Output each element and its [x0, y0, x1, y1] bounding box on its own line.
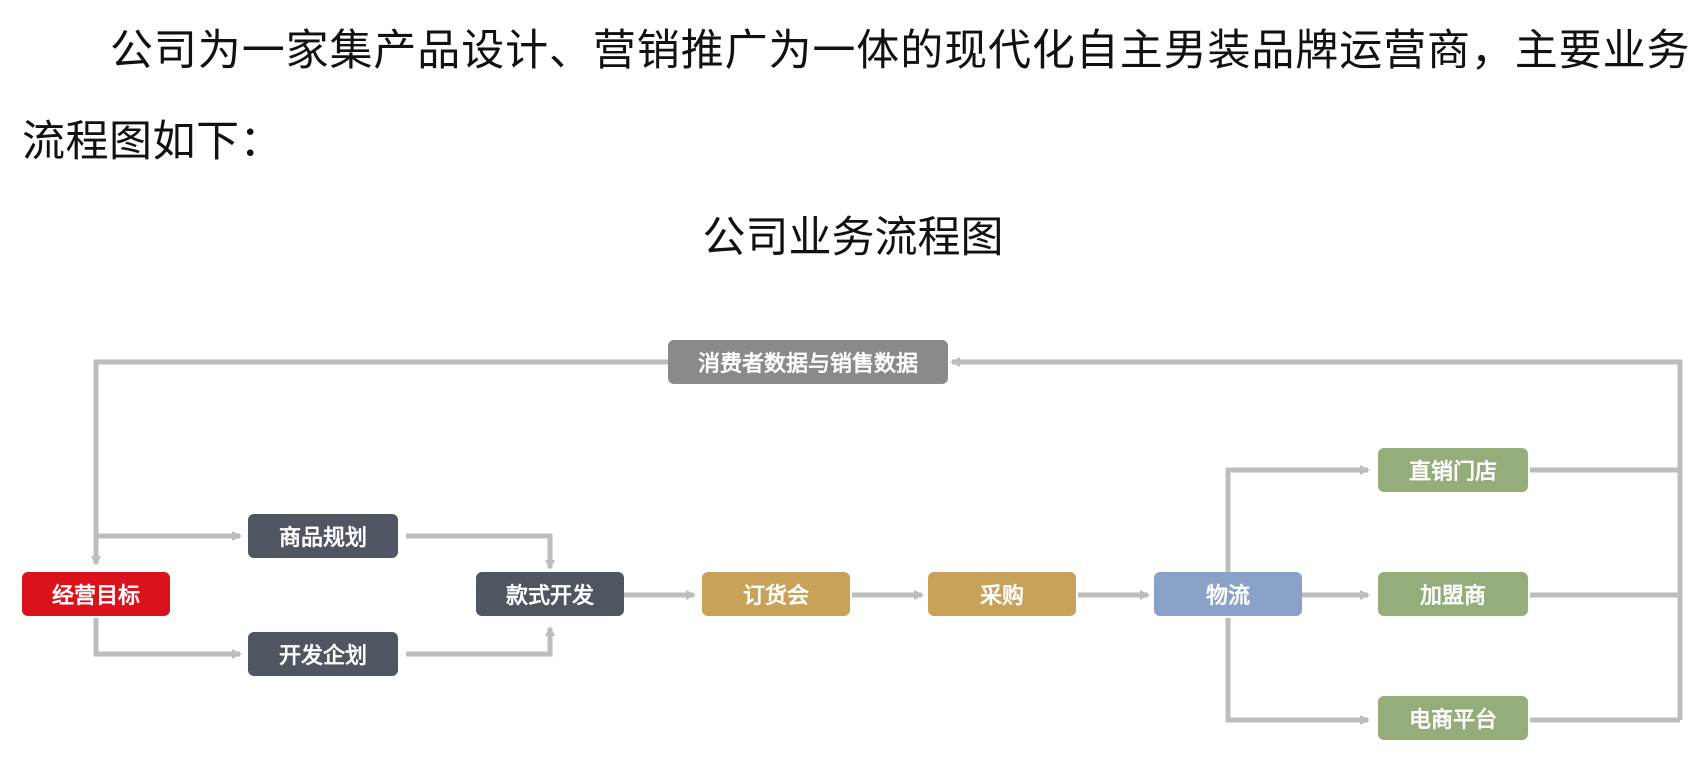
node-order-fair: 订货会 [702, 572, 850, 616]
node-consumer-sales-data: 消费者数据与销售数据 [668, 340, 948, 384]
connector-goal-to-dev-planning [93, 618, 242, 659]
node-product-planning: 商品规划 [248, 514, 398, 558]
node-development-planning: 开发企划 [248, 632, 398, 676]
node-direct-store: 直销门店 [1378, 448, 1528, 492]
node-purchase: 采购 [928, 572, 1076, 616]
node-business-goal: 经营目标 [22, 572, 170, 616]
node-franchisee: 加盟商 [1378, 572, 1528, 616]
connector-channels-to-feedback [950, 357, 1683, 498]
connector-feedback-to-goal [91, 359, 668, 566]
connector-product-planning-to-style-dev [406, 533, 555, 570]
figure-title: 公司业务流程图 [702, 213, 1004, 263]
node-ecommerce-platform: 电商平台 [1378, 696, 1528, 740]
node-logistics: 物流 [1154, 572, 1302, 616]
connector-dev-planning-to-style-dev [406, 626, 555, 657]
connector-logistics-to-ecommerce [1225, 618, 1370, 725]
connector-logistics-to-direct-store [1225, 465, 1370, 572]
node-style-development: 款式开发 [476, 572, 624, 616]
intro-paragraph: 公司为一家集产品设计、营销推广为一体的现代化自主男装品牌运营商，主要业务流程图如… [22, 26, 1690, 167]
